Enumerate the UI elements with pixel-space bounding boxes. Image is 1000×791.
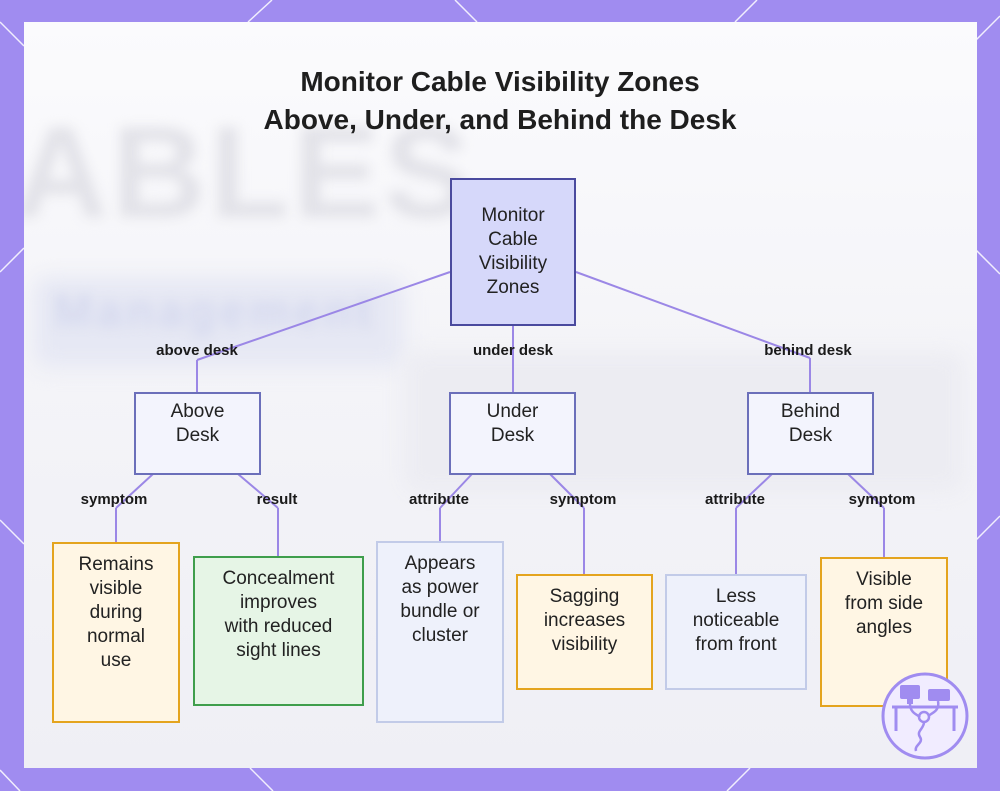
edge-label-result: result bbox=[256, 491, 298, 508]
node-under-attribute: Appears as power bundle or cluster bbox=[376, 541, 504, 723]
node-text: Behind bbox=[780, 401, 841, 422]
background-word: ABLES bbox=[24, 99, 475, 245]
edge-behind-attribute bbox=[735, 473, 773, 509]
edge-label-above-desk: above desk bbox=[156, 342, 238, 359]
node-text: during bbox=[89, 602, 143, 623]
node-root: Monitor Cable Visibility Zones bbox=[450, 178, 576, 326]
node-text: from side bbox=[844, 593, 924, 614]
edge-above-result bbox=[237, 473, 279, 509]
node-text: use bbox=[100, 650, 132, 671]
edge-label-symptom: symptom bbox=[848, 491, 916, 508]
background-word: Management bbox=[54, 285, 376, 337]
node-text: increases bbox=[543, 610, 626, 631]
node-text: Desk bbox=[175, 425, 220, 446]
diagram-title: Monitor Cable Visibility Zones bbox=[300, 66, 700, 97]
node-text: from front bbox=[695, 634, 777, 655]
node-text: cluster bbox=[412, 625, 468, 646]
node-text: visible bbox=[89, 578, 143, 599]
edge-label-symptom: symptom bbox=[549, 491, 617, 508]
node-text: Visibility bbox=[478, 253, 548, 274]
node-text: Under bbox=[486, 401, 539, 422]
node-text: Monitor bbox=[481, 205, 545, 226]
node-text: Above bbox=[170, 401, 225, 422]
edge-above-symptom bbox=[115, 473, 154, 509]
edge-above-desk bbox=[196, 271, 451, 361]
node-text: normal bbox=[86, 626, 146, 647]
node-text: Cable bbox=[488, 229, 538, 250]
node-behind-attribute: Less noticeable from front bbox=[665, 574, 807, 690]
node-text: noticeable bbox=[692, 610, 780, 631]
edge-under-attribute bbox=[439, 473, 473, 509]
diagram-subtitle: Above, Under, and Behind the Desk bbox=[263, 104, 737, 135]
edge-under-symptom bbox=[549, 473, 585, 509]
node-text: as power bbox=[401, 577, 479, 598]
node-text: Visible bbox=[856, 569, 912, 590]
edge-label-symptom: symptom bbox=[80, 491, 148, 508]
node-text: bundle or bbox=[400, 601, 480, 622]
node-text: Appears bbox=[404, 553, 476, 574]
edge-behind-symptom bbox=[847, 473, 885, 509]
desk-cable-icon bbox=[881, 672, 969, 760]
edge-label-behind-desk: behind desk bbox=[764, 342, 852, 359]
node-text: Zones bbox=[486, 277, 540, 298]
node-text: Desk bbox=[788, 425, 833, 446]
node-text: Desk bbox=[490, 425, 535, 446]
node-text: Concealment bbox=[222, 568, 335, 589]
node-text: visibility bbox=[551, 634, 618, 655]
node-text: improves bbox=[239, 592, 318, 613]
node-under-symptom: Sagging increases visibility bbox=[516, 574, 653, 690]
node-text: sight lines bbox=[236, 640, 321, 661]
edge-label-attribute: attribute bbox=[409, 491, 469, 508]
edge-label-attribute: attribute bbox=[705, 491, 765, 508]
edge-behind-desk bbox=[575, 271, 811, 359]
node-text: with reduced bbox=[224, 616, 333, 637]
edge-label-under-desk: under desk bbox=[472, 342, 554, 359]
node-text: Remains bbox=[78, 554, 154, 575]
node-above-symptom: Remains visible during normal use bbox=[52, 542, 180, 723]
node-text: angles bbox=[855, 617, 912, 638]
node-text: Sagging bbox=[549, 586, 620, 607]
node-above-result: Concealment improves with reduced sight … bbox=[193, 556, 364, 706]
node-text: Less bbox=[715, 586, 757, 607]
